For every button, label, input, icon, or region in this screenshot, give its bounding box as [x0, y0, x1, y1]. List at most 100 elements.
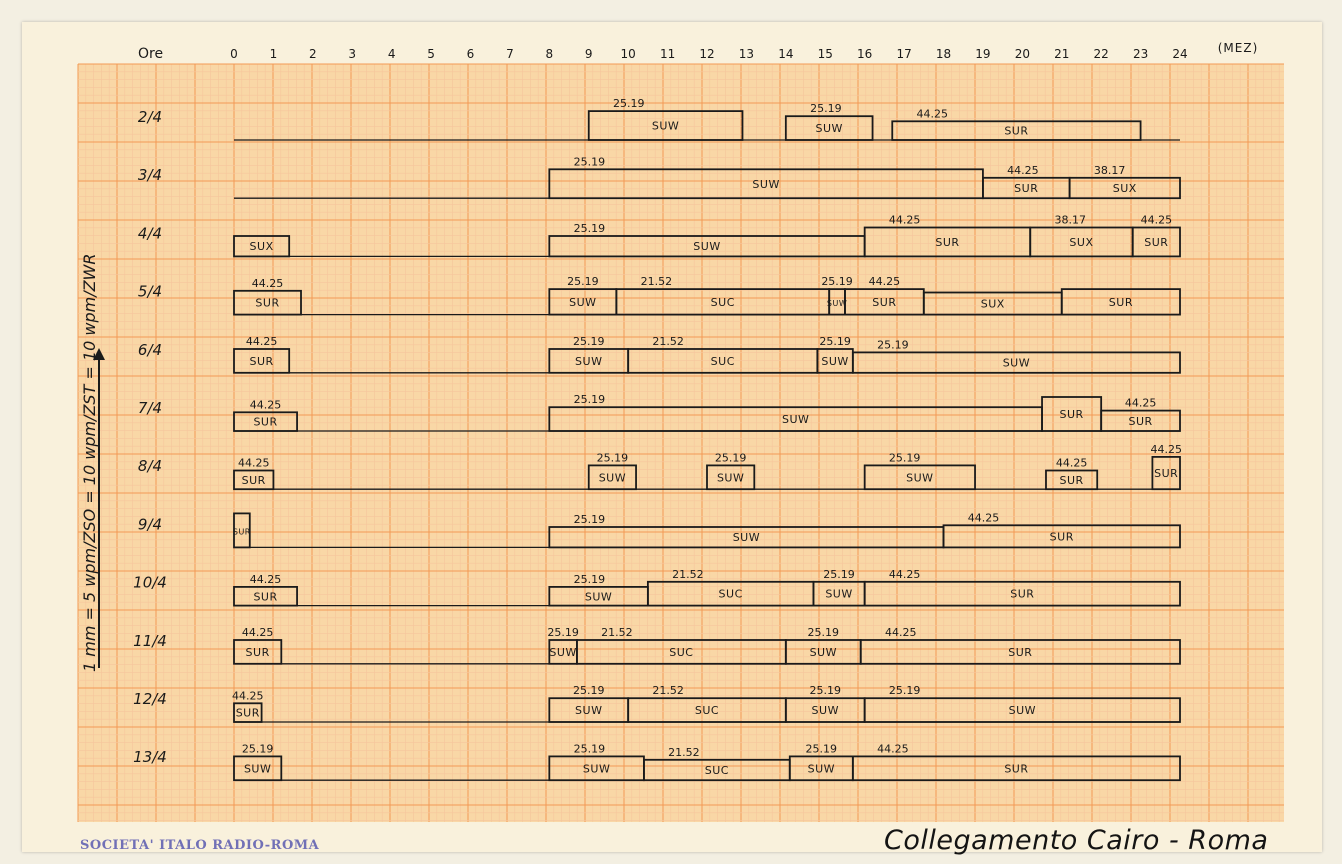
block-callsign: SUR [1060, 474, 1084, 487]
block-callsign: SUW [693, 240, 720, 253]
hour-tick-label: 19 [975, 47, 990, 61]
block-frequency: 25.19 [597, 451, 629, 464]
block-callsign: SUR [1008, 646, 1032, 659]
hour-tick-label: 3 [348, 47, 356, 61]
block-frequency: 21.52 [601, 626, 633, 639]
block-callsign: SUW [808, 762, 835, 775]
block-callsign: SUC [695, 704, 719, 717]
schedule-block [233, 411, 298, 432]
row-date-label: 5/4 [138, 283, 162, 301]
block-frequency: 25.19 [808, 626, 840, 639]
schedule-block [784, 115, 874, 141]
hour-tick-label: 14 [778, 47, 793, 61]
scale-note: 1 mm = 5 wpm/ZSO = 10 wpm/ZST = 10 wpm/Z… [80, 253, 99, 672]
block-callsign: SUC [711, 355, 735, 368]
block-frequency: 25.19 [574, 155, 606, 168]
block-frequency: 25.19 [574, 222, 606, 235]
hour-tick-label: 15 [818, 47, 833, 61]
block-frequency: 44.25 [917, 107, 949, 120]
block-frequency: 44.25 [877, 742, 909, 755]
block-frequency: 44.25 [242, 626, 274, 639]
hour-tick-label: 20 [1015, 47, 1030, 61]
block-callsign: SUR [935, 236, 959, 249]
schedule-block [863, 697, 1181, 723]
block-frequency: 25.19 [574, 573, 606, 586]
block-frequency: 21.52 [668, 746, 700, 759]
block-callsign: SUX [981, 298, 1005, 311]
block-frequency: 25.19 [613, 97, 645, 110]
row-date-label: 3/4 [138, 166, 162, 184]
schedule-block [233, 289, 302, 316]
block-callsign: SUR [872, 296, 896, 309]
hours-axis-label: Ore [138, 46, 163, 62]
block-callsign: SUR [246, 646, 270, 659]
block-frequency: 21.52 [672, 568, 704, 581]
block-frequency: 25.19 [877, 338, 909, 351]
schedule-block [863, 580, 1181, 607]
row-date-label: 6/4 [138, 341, 162, 359]
block-callsign: SUW [752, 178, 779, 191]
block-callsign: SUC [719, 588, 743, 601]
block-frequency: 25.19 [821, 275, 853, 288]
block-callsign: SUX [1113, 182, 1137, 195]
row-date-label: 2/4 [138, 108, 162, 126]
hour-tick-label: 23 [1133, 47, 1148, 61]
block-callsign: SUW [549, 646, 576, 659]
hour-tick-label: 18 [936, 47, 951, 61]
schedule-block [233, 235, 291, 258]
block-callsign: SUW [569, 296, 596, 309]
block-frequency: 44.25 [889, 568, 921, 581]
hour-tick-label: 9 [585, 47, 593, 61]
schedule-block [1045, 469, 1099, 491]
block-callsign: SUW [812, 704, 839, 717]
timezone-label: (MEZ) [1218, 41, 1259, 55]
schedule-block [233, 469, 275, 491]
block-frequency: 25.19 [889, 451, 921, 464]
block-callsign: SUR [1060, 408, 1084, 421]
block-callsign: SUW [810, 646, 837, 659]
block-callsign: SUW [782, 413, 809, 426]
schedule-block [587, 110, 744, 141]
block-callsign: SUW [821, 355, 848, 368]
hour-tick-label: 6 [467, 47, 475, 61]
block-frequency: 21.52 [652, 335, 684, 348]
hour-tick-label: 7 [506, 47, 514, 61]
block-frequency: 25.19 [715, 451, 747, 464]
row-date-label: 7/4 [138, 399, 162, 417]
block-callsign: SUW [575, 704, 602, 717]
block-callsign: SUW [825, 588, 852, 601]
row-date-label: 11/4 [133, 632, 167, 650]
block-callsign: SUR [1128, 415, 1152, 428]
block-callsign: SUW [827, 299, 847, 308]
block-frequency: 44.25 [1150, 443, 1182, 456]
block-callsign: SUW [815, 122, 842, 135]
schedule-block [942, 524, 1181, 549]
block-callsign: SUR [1154, 467, 1178, 480]
block-frequency: 25.19 [547, 626, 579, 639]
block-frequency: 25.19 [574, 393, 606, 406]
block-callsign: SUR [1050, 530, 1074, 543]
block-frequency: 21.52 [641, 275, 673, 288]
block-callsign: SUW [1003, 357, 1030, 370]
schedule-block [1100, 409, 1181, 432]
block-frequency: 25.19 [573, 335, 605, 348]
block-callsign: SUW [652, 120, 679, 133]
schedule-block [1068, 176, 1181, 200]
hour-tick-label: 0 [230, 47, 238, 61]
block-callsign: SUR [1010, 588, 1034, 601]
block-frequency: 38.17 [1094, 164, 1126, 177]
schedule-block [233, 348, 291, 374]
block-frequency: 44.25 [885, 626, 917, 639]
block-callsign: SUW [583, 762, 610, 775]
row-date-label: 12/4 [133, 690, 167, 708]
row-date-label: 9/4 [138, 515, 162, 533]
scale-arrow [93, 348, 105, 668]
block-frequency: 44.25 [1141, 214, 1173, 227]
block-callsign: SUR [1004, 125, 1028, 138]
schedule-block [233, 755, 283, 782]
schedule-block [233, 512, 251, 549]
block-callsign: SUR [1004, 762, 1028, 775]
hour-tick-label: 8 [546, 47, 554, 61]
row-date-label: 13/4 [133, 748, 167, 766]
